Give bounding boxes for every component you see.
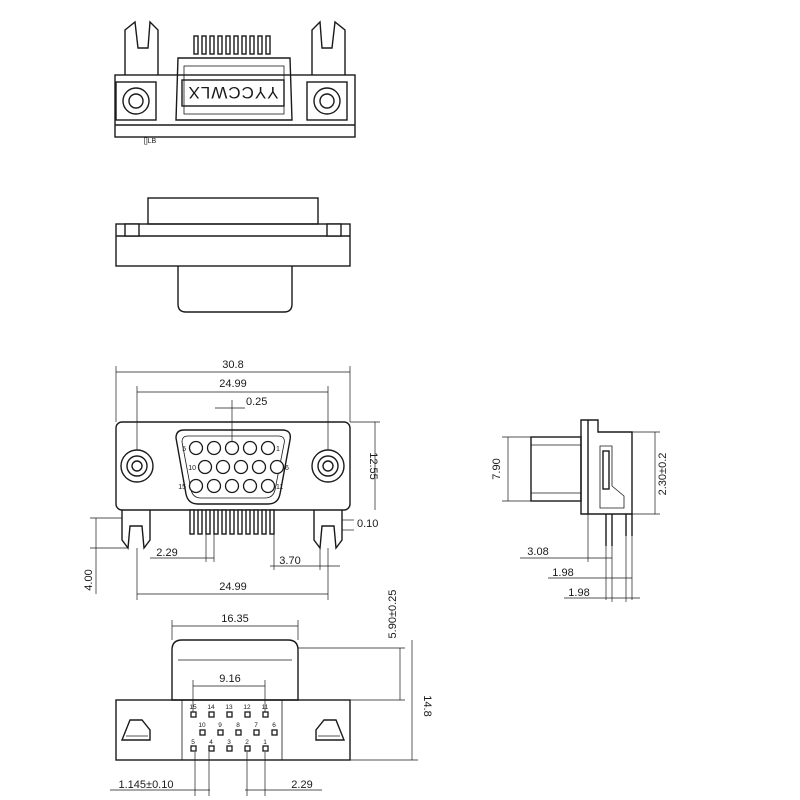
bottom-pin-row-3 xyxy=(190,745,269,752)
bottom-pin-label-12: 12 xyxy=(243,704,251,711)
front-right-hole xyxy=(311,449,345,483)
front-pin-row-3 xyxy=(188,478,276,494)
bottom-pin-label-10: 10 xyxy=(198,722,206,729)
front-left-bracket xyxy=(121,510,151,550)
front-pin-row-1 xyxy=(188,440,276,456)
bottom-shell xyxy=(171,639,299,701)
small-mark: []LB xyxy=(144,138,157,145)
bottom-pin-label-2: 2 xyxy=(245,739,249,746)
bottom-pin-label-5: 5 xyxy=(191,739,195,746)
dim-edge-offset: 1.145±0.10 xyxy=(119,779,174,791)
bottom-pin-label-8: 8 xyxy=(236,722,240,729)
top-view-shell xyxy=(175,57,293,121)
dim-total-depth: 14.8 xyxy=(421,695,433,716)
front-view: 5 1 10 6 15 11 30.8 24.9 xyxy=(83,359,380,600)
bottom-pin-row-2 xyxy=(199,729,278,736)
front-solder-pins xyxy=(189,509,275,535)
front-pin-label-1: 1 xyxy=(276,446,280,453)
top-view-pins xyxy=(193,35,271,55)
front-pin-row-2 xyxy=(197,459,285,475)
dim-shell-width: 16.35 xyxy=(221,613,249,625)
brand-label: YYCCWLX xyxy=(187,83,278,102)
elevation-body xyxy=(115,223,351,267)
bottom-pin-row-1 xyxy=(190,711,269,718)
dim-pin-offset: 0.25 xyxy=(246,396,267,408)
brand-label-box xyxy=(181,79,285,107)
top-view-right-bracket xyxy=(311,20,346,75)
front-pin-label-15: 15 xyxy=(178,484,186,491)
front-d-shell xyxy=(175,429,292,505)
bottom-pin-label-6: 6 xyxy=(272,722,276,729)
dim-pin-length: 4.00 xyxy=(83,569,95,590)
side-shell xyxy=(530,436,582,502)
dim-pin-pitch: 2.29 xyxy=(156,547,177,559)
bottom-right-slot xyxy=(315,719,346,741)
bottom-view: 15 14 13 12 11 10 9 8 7 6 5 4 3 2 1 16.3… xyxy=(110,590,433,796)
front-pin-label-10: 10 xyxy=(188,465,196,472)
dim-side-height: 7.90 xyxy=(491,458,503,479)
elevation-shell xyxy=(177,266,293,313)
dim-front-flange-width: 24.99 xyxy=(219,378,247,390)
dim-bottom-span: 24.99 xyxy=(219,581,247,593)
dim-bracket-offset: 3.70 xyxy=(279,555,300,567)
side-view: 7.90 2.30±0.2 3.08 1.98 1.98 xyxy=(491,419,669,602)
top-view-left-hole-frame xyxy=(115,81,157,121)
front-left-hole xyxy=(120,449,154,483)
bottom-pin-label-9: 9 xyxy=(218,722,222,729)
bottom-pin-label-1: 1 xyxy=(263,739,267,746)
front-flange xyxy=(115,421,351,511)
bottom-pin-label-3: 3 xyxy=(227,739,231,746)
top-view: YYCCWLX []LB xyxy=(114,20,356,145)
dim-side-pin-b: 1.98 xyxy=(568,587,589,599)
dim-bottom-pitch: 2.29 xyxy=(291,779,312,791)
dim-flange-height: 12.55 xyxy=(367,452,379,480)
top-view-right-hole-frame xyxy=(306,81,348,121)
bottom-flange xyxy=(115,699,351,761)
front-right-bracket xyxy=(313,510,343,550)
dim-shell-depth: 5.90±0.25 xyxy=(387,590,399,639)
front-pin-label-11: 11 xyxy=(276,484,283,491)
front-pin-label-5: 5 xyxy=(182,446,186,453)
bottom-left-slot xyxy=(120,719,151,741)
dim-row-span: 9.16 xyxy=(219,673,240,685)
top-view-right-hole xyxy=(313,87,341,115)
bottom-pin-label-14: 14 xyxy=(207,704,215,711)
top-view-body xyxy=(114,74,356,138)
dim-side-pin-a: 1.98 xyxy=(552,567,573,579)
front-pin-label-6: 6 xyxy=(285,465,289,472)
bottom-pin-label-4: 4 xyxy=(209,739,213,746)
top-view-left-hole xyxy=(122,87,150,115)
dim-front-overall-width: 30.8 xyxy=(222,359,243,371)
bottom-pin-label-7: 7 xyxy=(254,722,258,729)
elevation-view xyxy=(115,197,351,313)
dim-side-depth: 3.08 xyxy=(527,546,548,558)
dim-bracket-gap: 0.10 xyxy=(357,518,378,530)
elevation-top-block xyxy=(147,197,319,225)
bottom-pin-label-13: 13 xyxy=(225,704,233,711)
dim-side-panel: 2.30±0.2 xyxy=(657,453,669,496)
top-view-left-bracket xyxy=(124,20,159,75)
